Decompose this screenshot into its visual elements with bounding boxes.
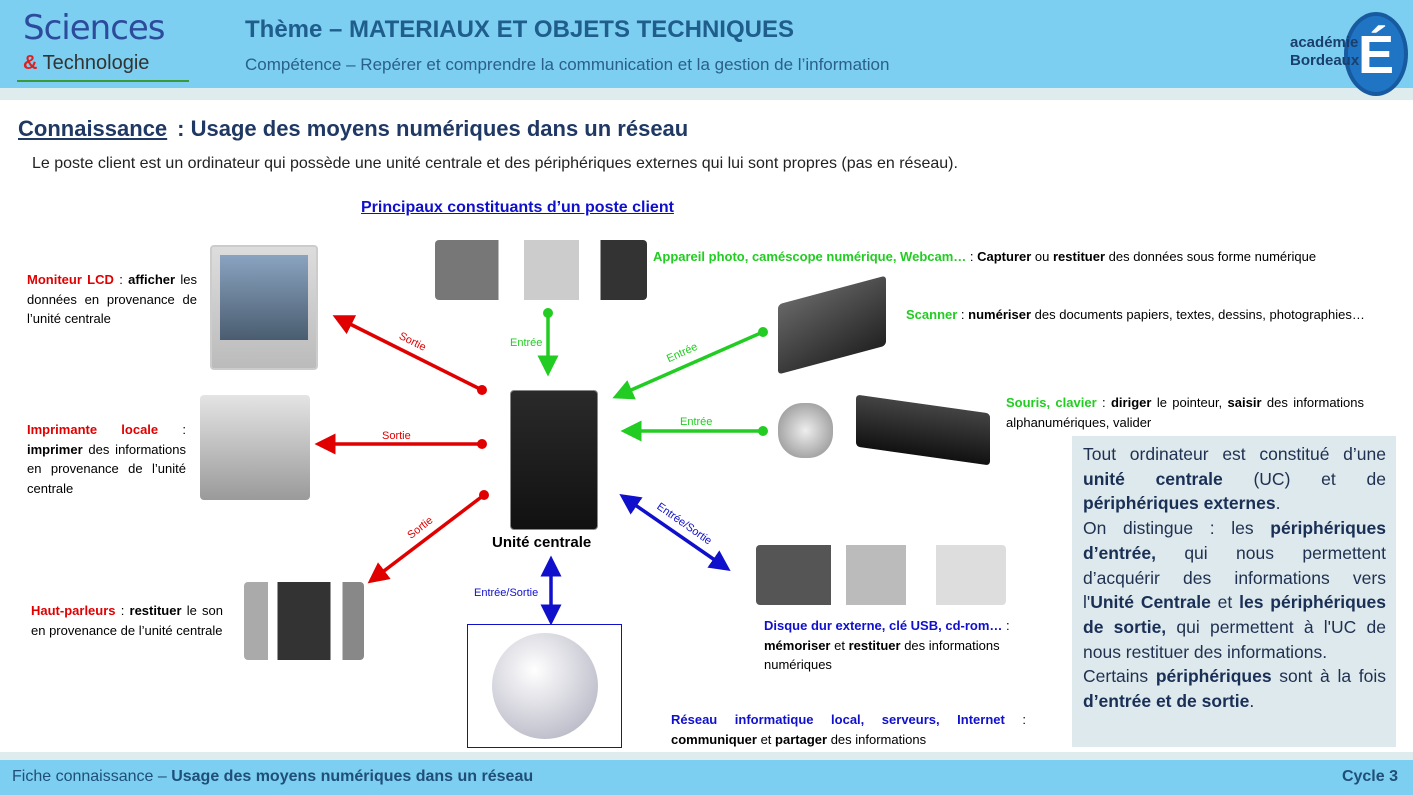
monitor-caption: Moniteur LCD : afficher les données en p… — [27, 272, 197, 326]
storage-devices-image — [756, 545, 1006, 605]
summary-box: Tout ordinateur est constitué d’une unit… — [1072, 436, 1396, 747]
printer-image — [200, 395, 310, 500]
label-sortie-printer: Sortie — [382, 430, 411, 442]
footer-cycle: Cycle 3 — [1341, 768, 1398, 785]
label-es-network: Entrée/Sortie — [474, 587, 539, 599]
label-entree-camera: Entrée — [510, 337, 543, 349]
network-caption: Réseau informatique local, serveurs, Int… — [671, 712, 1026, 747]
theme-title: Thème – MATERIAUX ET OBJETS TECHNIQUES — [245, 16, 794, 43]
scanner-caption: Scanner : numériser des documents papier… — [906, 307, 1365, 322]
footer-title: Fiche connaissance – Usage des moyens nu… — [12, 768, 534, 785]
footer-divider — [0, 752, 1413, 760]
label-entree-mouse: Entrée — [680, 416, 713, 428]
intro-text: Le poste client est un ordinateur qui po… — [32, 155, 958, 172]
lcd-monitor-image — [210, 245, 318, 370]
printer-caption: Imprimante locale : imprimer des informa… — [27, 422, 186, 496]
arrow-camera — [537, 308, 559, 377]
camera-caption: Appareil photo, caméscope numérique, Web… — [653, 249, 1317, 264]
diagram-title: Principaux constituants d’un poste clien… — [361, 199, 674, 216]
central-unit-label: Unité centrale — [492, 534, 592, 551]
arrow-monitor — [332, 315, 487, 395]
sciences-technologie-logo: Sciences& Technologie — [15, 6, 195, 86]
camera-webcam-image — [435, 240, 647, 300]
footer-bar — [0, 760, 1413, 795]
arrow-scanner — [612, 327, 768, 400]
speakers-caption: Haut-parleurs : restituer le son en prov… — [31, 603, 223, 638]
arrow-speakers — [367, 490, 489, 584]
storage-caption: Disque dur externe, clé USB, cd-rom… :mé… — [764, 618, 1010, 672]
header-divider — [0, 88, 1413, 100]
arrow-mouse — [620, 420, 768, 442]
speakers-image — [244, 582, 364, 660]
competence-subtitle: Compétence – Repérer et comprendre la co… — [245, 55, 890, 74]
mouse-image — [778, 403, 833, 458]
page-heading: Connaissance: Usage des moyens numérique… — [18, 116, 689, 141]
central-unit-image — [510, 390, 598, 530]
mouse-keyboard-caption: Souris, clavier : diriger le pointeur, s… — [1006, 395, 1365, 430]
header-bar — [0, 0, 1413, 88]
arrow-storage — [619, 494, 731, 571]
arrow-printer — [314, 433, 487, 455]
network-image — [467, 624, 622, 748]
